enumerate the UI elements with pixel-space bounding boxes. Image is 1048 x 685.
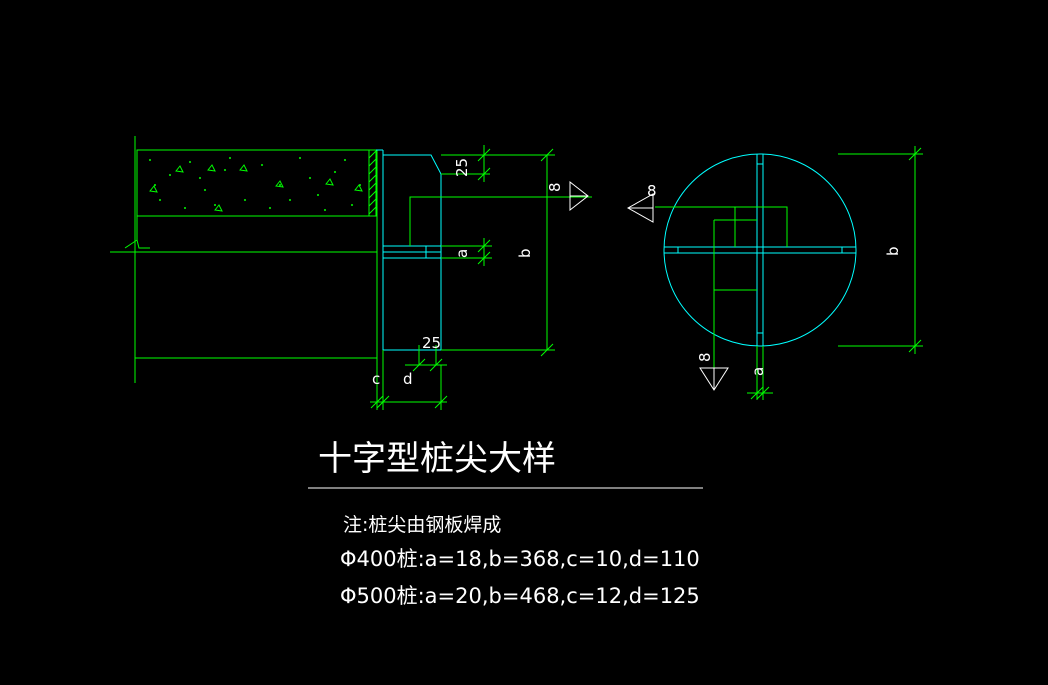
spec-500-pile: Φ500桩:a=20,b=468,c=12,d=125 bbox=[340, 584, 700, 608]
drawing-title: 十字型桩尖大样 bbox=[318, 439, 556, 479]
elevation-view: 25 8 a b 25 c d bbox=[110, 136, 592, 410]
plan-section-mark-left: 8 bbox=[647, 182, 657, 200]
concrete-hatch-region bbox=[136, 149, 377, 217]
spec-400-pile: Φ400桩:a=18,b=368,c=10,d=110 bbox=[340, 547, 700, 571]
title-block: 十字型桩尖大样 注:桩尖由钢板焊成 Φ400桩:a=18,b=368,c=10,… bbox=[308, 439, 703, 608]
cross-steel-plates bbox=[664, 154, 856, 346]
pile-body-outline bbox=[110, 136, 378, 383]
dim-label-top-25: 25 bbox=[453, 158, 471, 177]
dim-label-d: d bbox=[403, 370, 413, 388]
dim-label-b: b bbox=[516, 248, 534, 258]
plan-section-mark-bottom: 8 bbox=[696, 352, 714, 362]
plan-view: 8 8 b a bbox=[626, 146, 923, 400]
plan-section-lines bbox=[655, 146, 923, 400]
section-arrow-left bbox=[626, 193, 654, 223]
pile-tip-steel-outline bbox=[376, 149, 442, 351]
dim-label-section-8: 8 bbox=[546, 182, 564, 192]
dim-label-c: c bbox=[372, 370, 380, 388]
dim-label-bottom-25: 25 bbox=[422, 334, 441, 352]
plan-dim-label-b: b bbox=[884, 246, 902, 256]
elevation-dimension-lines bbox=[370, 145, 592, 410]
section-arrow-down bbox=[699, 367, 729, 391]
section-arrow-right bbox=[569, 180, 589, 212]
plan-dim-label-a: a bbox=[749, 367, 767, 376]
dim-label-a: a bbox=[453, 249, 471, 258]
note-text: 注:桩尖由钢板焊成 bbox=[343, 514, 501, 536]
pile-tip-circle bbox=[663, 153, 857, 347]
